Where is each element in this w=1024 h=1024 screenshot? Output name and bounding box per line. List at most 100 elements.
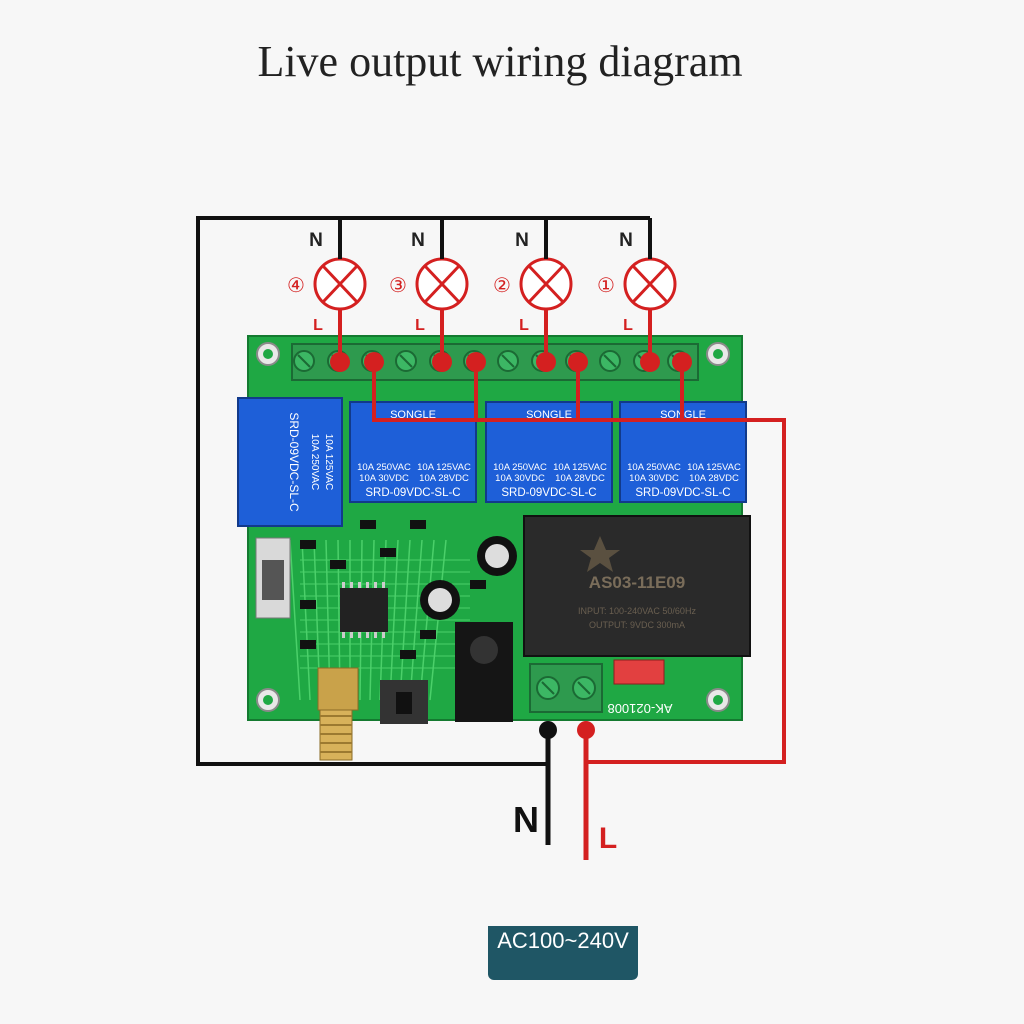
common-terminal-dot: [364, 352, 384, 372]
smd-component: [470, 580, 486, 589]
lamp-cross: [321, 264, 359, 304]
ic-pin: [374, 582, 377, 588]
smd-component: [300, 600, 316, 609]
power-module-body: [523, 515, 751, 657]
common-terminal-dot: [466, 352, 486, 372]
ic-pin: [382, 632, 385, 638]
smd-component: [330, 560, 346, 569]
smd-component: [300, 540, 316, 549]
lamp-neutral-label: N: [309, 230, 323, 251]
lamp-neutral-label: N: [515, 230, 529, 251]
relay-spec: 10A 250VAC: [357, 462, 411, 473]
terminal-screw-slot: [501, 354, 515, 368]
live-terminal-dot: [330, 352, 350, 372]
power-module-model: AS03-11E09: [589, 573, 685, 592]
live-terminal-dot: [640, 352, 660, 372]
lamp-cross: [423, 264, 461, 304]
supply-neutral-dot: [539, 721, 557, 739]
relay-1-spec: 10A 250VAC: [309, 434, 320, 491]
relay-model: SRD-09VDC-SL-C: [365, 487, 460, 499]
lamp-number: ①: [597, 275, 615, 297]
smd-component: [380, 548, 396, 557]
relay-spec: 10A 125VAC: [553, 462, 607, 473]
lamp-2: N ③ L: [389, 230, 469, 334]
lamp-1: N④L: [287, 230, 367, 334]
terminal-screw-slot: [399, 354, 413, 368]
relay-spec: 10A 250VAC: [627, 462, 681, 473]
relay-model: SRD-09VDC-SL-C: [635, 487, 730, 499]
ic-pin: [366, 582, 369, 588]
relay-spec: 10A 30VDC: [359, 473, 409, 484]
lamp-cross: [527, 264, 565, 304]
lamp-cross: [631, 264, 669, 304]
ic-pin: [374, 632, 377, 638]
mounting-hole-center: [263, 349, 273, 359]
smd-component: [400, 650, 416, 659]
ic-pin: [382, 582, 385, 588]
common-terminal-dot: [568, 352, 588, 372]
smd-component: [300, 640, 316, 649]
ic-chip: [340, 588, 388, 632]
ic-pin: [358, 632, 361, 638]
lamp-live-label: L: [415, 317, 425, 334]
mounting-hole-center: [713, 695, 723, 705]
common-terminal-dot: [672, 352, 692, 372]
power-module-input: INPUT: 100-240VAC 50/60Hz: [578, 606, 696, 616]
supply-terminal-slot: [541, 681, 555, 695]
terminal-block: [291, 343, 699, 381]
relay-spec: 10A 28VDC: [689, 473, 739, 484]
live-terminal-dot: [432, 352, 452, 372]
capacitor-top: [428, 588, 452, 612]
lamp-4: N ① L: [597, 230, 677, 334]
lamp-number: ④: [287, 275, 305, 297]
supply-live-dot: [577, 721, 595, 739]
relay-1-model: SRD-09VDC-SL-C: [287, 412, 301, 512]
lamp-number: ③: [389, 275, 407, 297]
smd-component: [420, 630, 436, 639]
supply-terminal-slot: [577, 681, 591, 695]
power-module-output: OUTPUT: 9VDC 300mA: [589, 620, 685, 630]
ic-pin: [342, 632, 345, 638]
mounting-hole-center: [263, 695, 273, 705]
voltage-badge: AC100~240V: [488, 926, 638, 980]
neutral-frame-wire: [196, 216, 548, 766]
capacitor-top: [485, 544, 509, 568]
lamp-live-label: L: [519, 317, 529, 334]
smd-component: [410, 520, 426, 529]
fuse: [613, 659, 665, 685]
diagram-title: Live output wiring diagram: [257, 37, 743, 86]
relay-1-spec: 10A 125VAC: [323, 434, 334, 491]
live-common-wire: [372, 362, 786, 764]
ic-pin: [358, 582, 361, 588]
lamp-neutral-label: N: [411, 230, 425, 251]
pcb-components: AK-021008: [255, 342, 730, 761]
relay-spec: 10A 30VDC: [495, 473, 545, 484]
supply-live-label: L: [599, 822, 617, 855]
dc-jack-hole: [470, 636, 498, 664]
terminal-screw-slot: [603, 354, 617, 368]
relay-model: SRD-09VDC-SL-C: [501, 487, 596, 499]
relay-spec: 10A 28VDC: [419, 473, 469, 484]
terminal-screw-slot: [297, 354, 311, 368]
relay-spec: 10A 28VDC: [555, 473, 605, 484]
relay-spec: 10A 250VAC: [493, 462, 547, 473]
crystal: [262, 560, 284, 600]
ic-pin: [366, 632, 369, 638]
relay-spec: 10A 30VDC: [629, 473, 679, 484]
terminal-strip: [291, 343, 699, 381]
smd-component: [360, 520, 376, 529]
lamp-neutral-label: N: [619, 230, 633, 251]
lamp-live-label: L: [623, 317, 633, 334]
supply-neutral-label: N: [513, 799, 539, 840]
lamp-number: ②: [493, 275, 511, 297]
relay-spec: 10A 125VAC: [687, 462, 741, 473]
sma-base: [317, 667, 359, 711]
ic-pin: [350, 582, 353, 588]
pcb-trace: [289, 539, 301, 701]
board-label: AK-021008: [607, 701, 672, 716]
ic-pin: [342, 582, 345, 588]
